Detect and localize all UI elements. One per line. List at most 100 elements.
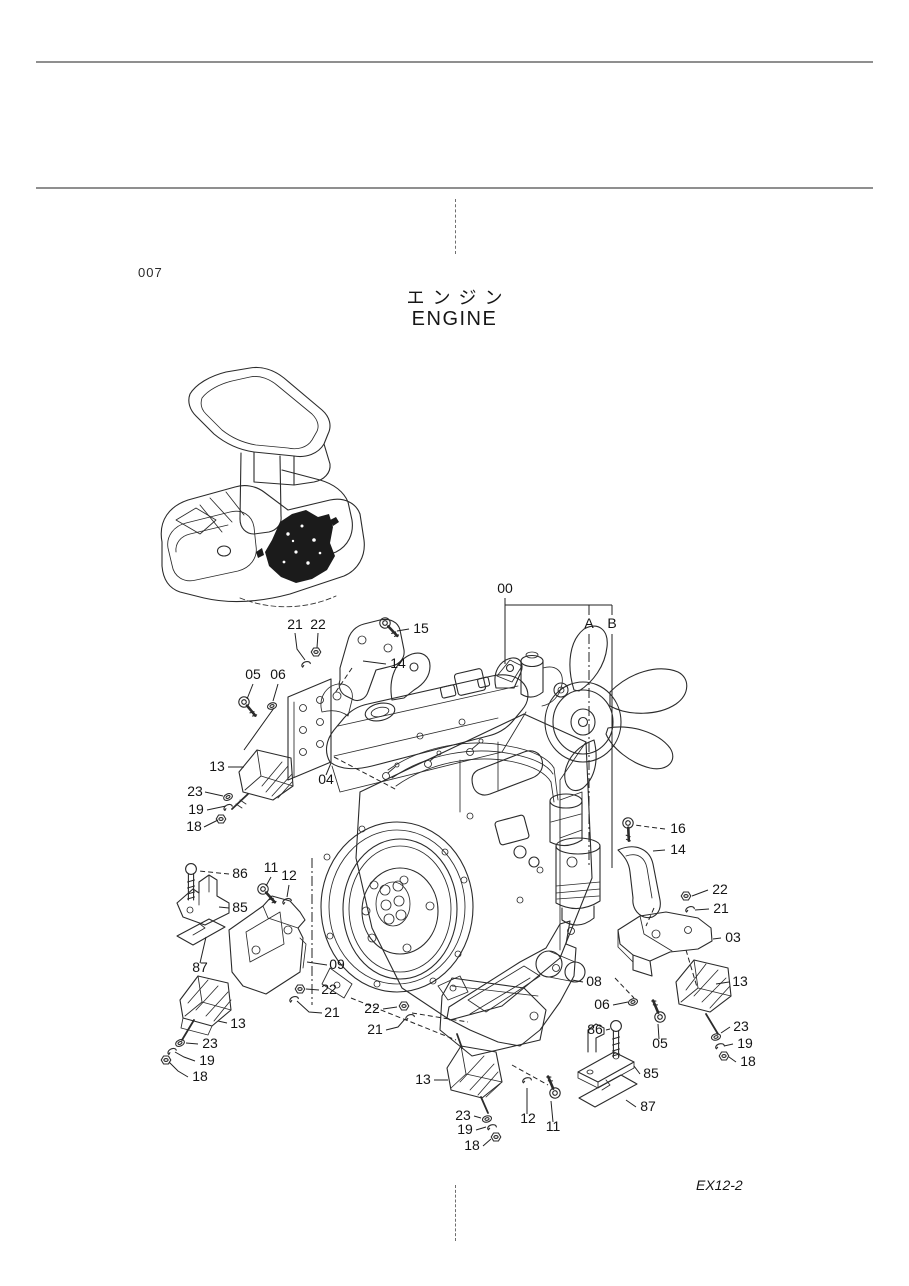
part-callout: 09: [329, 956, 345, 972]
construction-lines: [243, 598, 698, 1086]
part-85-bracket-left: [176, 874, 230, 926]
part-11-bolt-bottom: [537, 1073, 567, 1102]
center-fold-mark-top: [455, 199, 456, 254]
part-callout: 86: [232, 865, 248, 881]
part-14-bracket-right: [617, 846, 661, 919]
part-23-washer-bottom: [481, 1114, 493, 1124]
valve-cover: [325, 668, 529, 770]
part-callout: 18: [740, 1053, 756, 1069]
part-callout: 11: [264, 859, 279, 875]
flywheel: [320, 821, 474, 1001]
part-callout: 21: [324, 1004, 340, 1020]
part-callout: 18: [186, 818, 202, 834]
part-callout: 87: [192, 959, 208, 975]
part-callout: 18: [464, 1137, 480, 1153]
part-21-spring-washer-mid: [404, 1012, 416, 1021]
part-callout: 85: [232, 899, 248, 915]
part-callout: 21: [367, 1021, 383, 1037]
part-callout: 13: [415, 1071, 431, 1087]
part-16-bolt: [614, 814, 643, 844]
part-callout: 04: [318, 771, 334, 787]
part-callout: 13: [732, 973, 748, 989]
part-23-washer-bottom-left: [173, 1037, 187, 1049]
part-callout: 23: [187, 783, 203, 799]
part-13-mount-right: [675, 959, 732, 1035]
part-18-nut-right: [718, 1051, 730, 1061]
part-callout: 21: [713, 900, 729, 916]
part-callout: 12: [281, 867, 297, 883]
part-callout: 06: [594, 996, 610, 1012]
part-callout: 22: [321, 981, 337, 997]
part-18-nut-bottom: [490, 1132, 502, 1142]
part-callout: 21: [287, 616, 303, 632]
part-callout: 13: [230, 1015, 246, 1031]
part-callout: 23: [733, 1018, 749, 1034]
part-05-bolt-bottom: [642, 997, 672, 1026]
part-15-bolt: [376, 615, 404, 639]
part-14-bracket-top: [338, 618, 405, 702]
part-18-nut-top-left: [215, 814, 227, 824]
part-callout: 03: [725, 929, 741, 945]
part-callout: 19: [457, 1121, 473, 1137]
part-23-washer-right: [710, 1032, 722, 1042]
part-callout: 00: [497, 580, 513, 596]
title-japanese: エンジン: [406, 288, 511, 308]
part-19-spring-washer-right: [714, 1042, 726, 1050]
part-13-mount-top-left: [231, 749, 294, 810]
machine-thumbnail: [160, 366, 365, 608]
part-callout: 12: [520, 1110, 536, 1126]
engine-illustration: [320, 625, 688, 1057]
header-rule-top: [36, 61, 873, 63]
part-callout: 06: [270, 666, 286, 682]
part-callout: 14: [670, 841, 686, 857]
part-callout: 85: [643, 1065, 659, 1081]
part-callout: 11: [546, 1118, 561, 1134]
part-86-bolt-bottom: [610, 1020, 622, 1058]
part-22-nut-mid: [398, 1001, 410, 1011]
part-22-nut-top: [310, 647, 322, 657]
part-callout: 22: [310, 616, 326, 632]
part-87-shim-left: [176, 918, 226, 946]
part-04-mounting-plate: [287, 678, 332, 781]
part-callout: 19: [188, 801, 204, 817]
part-03-bracket: [617, 911, 713, 977]
part-callout: 86: [587, 1021, 603, 1037]
cylinder-head-and-pipes: [331, 711, 559, 803]
part-06-washer-bottom: [627, 997, 639, 1007]
part-callout: 23: [455, 1107, 471, 1123]
part-09-bracket: [228, 895, 307, 995]
part-22-nut-left: [294, 984, 306, 994]
part-19-spring-washer-bottom: [486, 1123, 498, 1131]
part-callout: 19: [737, 1035, 753, 1051]
part-22-nut-right: [680, 891, 692, 901]
part-callout: 13: [209, 758, 225, 774]
part-19-spring-washer-top-left: [222, 802, 234, 812]
part-08-bracket: [446, 920, 577, 1047]
part-callout: 22: [364, 1000, 380, 1016]
part-callout: 18: [192, 1068, 208, 1084]
part-12-spring-washer-bottom: [521, 1076, 533, 1084]
part-13-mount-bottom-left: [179, 975, 232, 1041]
cooling-fan: [544, 625, 688, 792]
part-21-spring-washer-right: [684, 905, 696, 913]
part-21-spring-washer-top: [300, 659, 312, 668]
part-callout: 08: [586, 973, 602, 989]
part-06-washer-left: [266, 701, 278, 711]
part-23-washer-top-left: [221, 791, 235, 803]
plate-code: EX12-2: [696, 1177, 743, 1193]
view-label-b: B: [607, 615, 616, 631]
header-rule-bottom: [36, 187, 873, 189]
part-19-spring-washer-bottom-left: [166, 1046, 178, 1056]
engine-location-highlight: [256, 510, 339, 583]
part-87-shim-bottom: [578, 1074, 638, 1108]
mount-parts: [160, 615, 732, 1142]
part-callout: 23: [202, 1035, 218, 1051]
part-callout: 05: [245, 666, 261, 682]
part-callout: 87: [640, 1098, 656, 1114]
part-05-bolt-left: [234, 694, 263, 719]
part-13-mount-bottom: [446, 1033, 503, 1114]
part-85-bracket-bottom: [577, 1023, 635, 1089]
page-number: 007: [138, 265, 163, 280]
part-callout: 14: [390, 655, 406, 671]
